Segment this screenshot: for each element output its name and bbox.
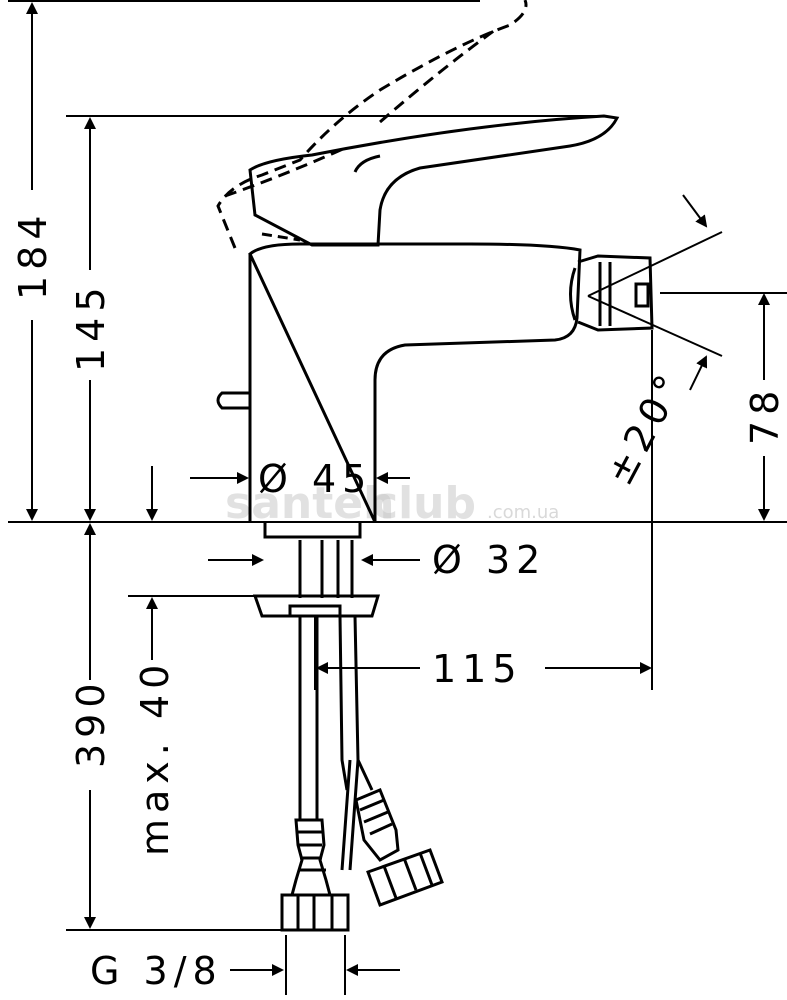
dim-78-label: 78 bbox=[743, 385, 787, 445]
dim-d32-label: Ø 32 bbox=[432, 538, 546, 582]
watermark-domain: .com.ua bbox=[487, 502, 559, 523]
watermark-brand-b: club bbox=[372, 478, 476, 529]
shank-and-hoses bbox=[252, 522, 444, 932]
dimension-lines bbox=[26, 2, 787, 995]
dim-390-label: 390 bbox=[69, 677, 113, 768]
dim-thread-label: G 3/8 bbox=[90, 949, 223, 993]
dim-max40-label: max. 40 bbox=[133, 659, 177, 856]
dim-d45-label: Ø 45 bbox=[258, 457, 372, 501]
dim-184-label: 184 bbox=[11, 209, 55, 300]
faucet-body bbox=[216, 0, 654, 523]
dim-145-label: 145 bbox=[69, 281, 113, 372]
dim-angle-label: ±20° bbox=[597, 363, 694, 492]
dimension-labels: 184 145 390 max. 40 78 ±20° Ø 45 Ø 32 11… bbox=[11, 209, 787, 993]
dim-115-label: 115 bbox=[432, 647, 523, 691]
